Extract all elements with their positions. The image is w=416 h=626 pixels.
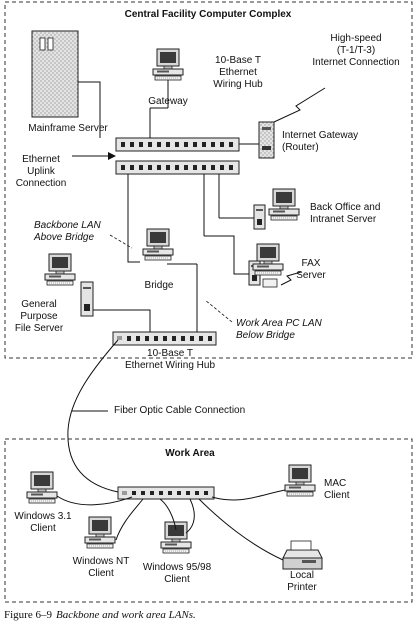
backbone-label-2: Above Bridge xyxy=(34,232,95,243)
win31-label-2: Client xyxy=(30,523,56,534)
router-label-2: (Router) xyxy=(282,142,319,153)
backoffice-label-1: Back Office and xyxy=(310,202,381,213)
mac-pc-icon xyxy=(284,464,316,497)
fileserver-label-3: File Server xyxy=(14,323,64,334)
internet-label-2: (T-1/T-3) xyxy=(336,45,376,56)
router-icon xyxy=(258,121,275,159)
uplink-label-1: Ethernet xyxy=(22,154,60,165)
work-area-connections xyxy=(56,489,286,561)
mainframe-server-icon xyxy=(31,30,79,118)
winnt-label-1: Windows NT xyxy=(72,556,130,567)
uplink-label-2: Uplink xyxy=(27,166,55,177)
workarea-lan-label-1: Work Area PC LAN xyxy=(236,318,322,329)
backoffice-label-2: Intranet Server xyxy=(310,214,377,225)
fax-label-1: FAX xyxy=(301,258,321,269)
windows31-pc-icon xyxy=(26,471,58,504)
printer-label-2: Printer xyxy=(287,582,317,593)
work-area-title: Work Area xyxy=(165,448,215,459)
workarea-lan-label-2: Below Bridge xyxy=(236,330,295,341)
bridge-icon xyxy=(142,228,174,261)
hub-top-label-1: 10-Base T xyxy=(215,55,261,66)
work-area-boundary xyxy=(4,438,413,603)
backbone-hub-icon xyxy=(115,137,240,175)
file-server-icon xyxy=(44,253,94,317)
internet-label-3: Internet Connection xyxy=(312,57,400,68)
fax-label-2: Server xyxy=(296,270,326,281)
mac-label-1: MAC xyxy=(324,478,347,489)
mac-label-2: Client xyxy=(324,490,350,501)
fileserver-label-1: General xyxy=(21,299,57,310)
gateway-label: Gateway xyxy=(148,96,188,107)
hub-bottom-label-2: Ethernet Wiring Hub xyxy=(124,360,216,371)
fiber-optic-cable xyxy=(67,339,119,493)
uplink-arrow xyxy=(72,152,116,160)
printer-label-1: Local xyxy=(290,570,314,581)
hub-top-label-3: Wiring Hub xyxy=(213,79,263,90)
winnt-label-2: Client xyxy=(88,568,114,579)
caption-text: Backbone and work area LANs. xyxy=(55,609,196,621)
windows95-pc-icon xyxy=(160,521,192,554)
fax-server-icon xyxy=(248,243,284,288)
connection-lines xyxy=(78,80,326,332)
win95-label-1: Windows 95/98 xyxy=(142,562,212,573)
bridge-label: Bridge xyxy=(144,280,174,291)
hub-bottom-label-1: 10-Base T xyxy=(147,348,193,359)
backbone-label-1: Backbone LAN xyxy=(34,220,101,231)
mainframe-label: Mainframe Server xyxy=(28,123,108,134)
annotation-lines xyxy=(109,234,233,323)
work-area-hub-icon xyxy=(112,331,217,346)
uplink-label-3: Connection xyxy=(15,178,67,189)
win31-label-1: Windows 3.1 xyxy=(14,511,72,522)
internet-label-1: High-speed xyxy=(330,33,382,44)
windowsnt-pc-icon xyxy=(84,516,116,549)
caption-number: Figure 6–9 xyxy=(4,609,52,621)
central-facility-boundary xyxy=(4,1,413,359)
fiber-label: Fiber Optic Cable Connection xyxy=(114,405,246,416)
work-area-switch-icon xyxy=(117,486,215,500)
hub-top-label-2: Ethernet xyxy=(219,67,257,78)
win95-label-2: Client xyxy=(164,574,190,585)
central-title: Central Facility Computer Complex xyxy=(124,9,292,20)
printer-icon xyxy=(282,540,323,570)
router-label-1: Internet Gateway xyxy=(282,130,359,141)
back-office-server-icon xyxy=(253,188,300,230)
gateway-pc-icon xyxy=(152,48,184,81)
fileserver-label-2: Purpose xyxy=(20,311,58,322)
